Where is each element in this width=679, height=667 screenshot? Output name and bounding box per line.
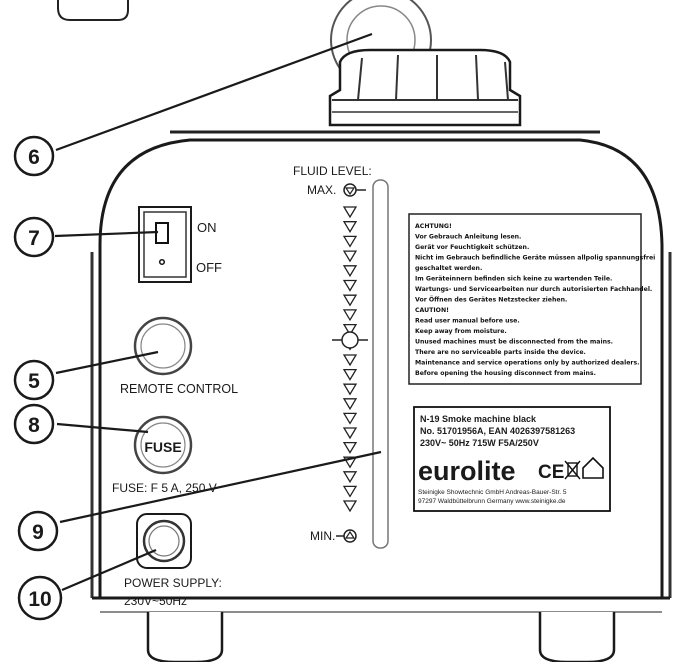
warning-line: Before opening the housing disconnect fr…	[415, 370, 596, 377]
level-triangle	[342, 412, 358, 425]
level-triangle	[342, 309, 358, 322]
fuse-holder[interactable]	[133, 415, 193, 475]
level-triangle	[342, 500, 358, 513]
warning-line: Gerät vor Feuchtigkeit schützen.	[415, 244, 529, 251]
level-triangle	[342, 354, 358, 367]
fluid-level-scale	[332, 183, 368, 543]
svg-text:7: 7	[28, 227, 40, 250]
level-triangle	[342, 471, 358, 484]
rating-address-2: 97297 Waldbüttelbrunn Germany www.steini…	[418, 498, 566, 505]
level-triangle	[342, 235, 358, 248]
warning-line: CAUTION!	[415, 307, 449, 314]
rating-line-3: 230V~ 50Hz 715W F5A/250V	[420, 438, 539, 448]
leader-line-5	[55, 350, 159, 375]
fluid-min-label: MIN.	[310, 529, 335, 543]
level-triangle	[342, 485, 358, 498]
level-triangle	[342, 279, 358, 292]
warning-line: Vor Gebrauch Anleitung lesen.	[415, 234, 521, 241]
brand-logo: eurolite	[418, 456, 516, 486]
svg-text:5: 5	[28, 370, 40, 393]
level-triangle	[342, 294, 358, 307]
warning-text: ACHTUNG! Vor Gebrauch Anleitung lesen. Ger…	[415, 223, 655, 377]
level-triangle	[342, 383, 358, 396]
warning-line: Vor Öffnen des Gerätes Netzstecker ziehe…	[415, 295, 567, 304]
leader-line-10	[61, 548, 157, 592]
switch-on-label: ON	[197, 220, 217, 235]
indoor-use-house-icon	[582, 456, 604, 479]
level-triangle	[342, 441, 358, 454]
leader-lines	[54, 32, 382, 592]
warning-label	[408, 213, 642, 385]
level-triangle	[342, 368, 358, 381]
fluid-tank-cap	[328, 0, 522, 127]
top-tab	[57, 0, 129, 21]
rating-address-1: Steinigke Showtechnic GmbH Andreas-Bauer…	[418, 489, 567, 496]
leader-line-7	[54, 230, 159, 238]
warning-line: ACHTUNG!	[415, 223, 452, 230]
warning-line: Read user manual before use.	[415, 318, 520, 325]
switch-off-label: OFF	[196, 260, 222, 275]
min-level-marker	[343, 529, 357, 543]
warning-line: There are no serviceable parts inside th…	[415, 349, 586, 356]
power-switch[interactable]	[138, 206, 192, 283]
power-inlet[interactable]	[136, 513, 192, 569]
power-supply-voltage: 230V~50Hz	[124, 594, 187, 608]
callout-6: 6	[13, 135, 55, 177]
level-triangle	[342, 250, 358, 263]
level-triangle	[342, 221, 358, 233]
fluid-level-window	[372, 179, 389, 549]
callout-9: 9	[17, 510, 59, 552]
callout-7: 7	[13, 216, 55, 258]
callout-8: 8	[13, 403, 55, 445]
warning-line: Wartungs- und Servicearbeiten nur durch …	[415, 286, 652, 293]
warning-line: Nicht im Gebrauch befindliche Geräte müs…	[415, 255, 655, 262]
leader-line-9	[59, 450, 382, 524]
warning-line: Keep away from moisture.	[415, 328, 507, 335]
warning-line: Im Geräteinnern befinden sich keine zu w…	[415, 276, 612, 283]
ce-mark: CE	[538, 462, 564, 483]
rating-line-2: No. 51701956A, EAN 4026397581263	[420, 426, 575, 436]
feet	[146, 612, 616, 664]
min-level-arrow	[344, 530, 356, 539]
rating-plate: N-19 Smoke machine black No. 51701956A, …	[413, 406, 611, 512]
rating-line-1: N-19 Smoke machine black	[420, 414, 537, 424]
max-level-arrow	[344, 187, 356, 196]
fluid-max-label: MAX.	[307, 183, 336, 197]
fuse-cap-label: FUSE	[144, 439, 181, 455]
level-triangle	[342, 427, 358, 440]
level-triangle	[342, 398, 358, 411]
remote-control-socket[interactable]	[133, 316, 193, 376]
svg-text:6: 6	[28, 146, 40, 169]
svg-text:9: 9	[32, 521, 44, 544]
callout-5: 5	[13, 359, 55, 401]
fluid-level-title: FLUID LEVEL:	[293, 164, 372, 178]
svg-text:10: 10	[28, 588, 51, 611]
level-triangle	[342, 206, 358, 219]
svg-text:8: 8	[28, 414, 40, 437]
leader-line-6	[55, 32, 373, 152]
remote-control-label: REMOTE CONTROL	[120, 382, 238, 396]
level-triangle	[342, 265, 358, 278]
level-triangle	[342, 323, 358, 336]
weee-bin-icon	[564, 460, 581, 480]
callout-10: 10	[17, 575, 63, 621]
fuse-rating-label: FUSE: F 5 A, 250 V	[112, 481, 217, 495]
leader-line-8	[56, 422, 149, 434]
warning-line: Maintenance and service operations only …	[415, 360, 640, 367]
warning-line: Unused machines must be disconnected fro…	[415, 339, 613, 346]
mid-level-marker	[341, 331, 359, 349]
power-supply-label: POWER SUPPLY:	[124, 576, 222, 590]
warning-line: geschaltet werden.	[415, 265, 482, 272]
